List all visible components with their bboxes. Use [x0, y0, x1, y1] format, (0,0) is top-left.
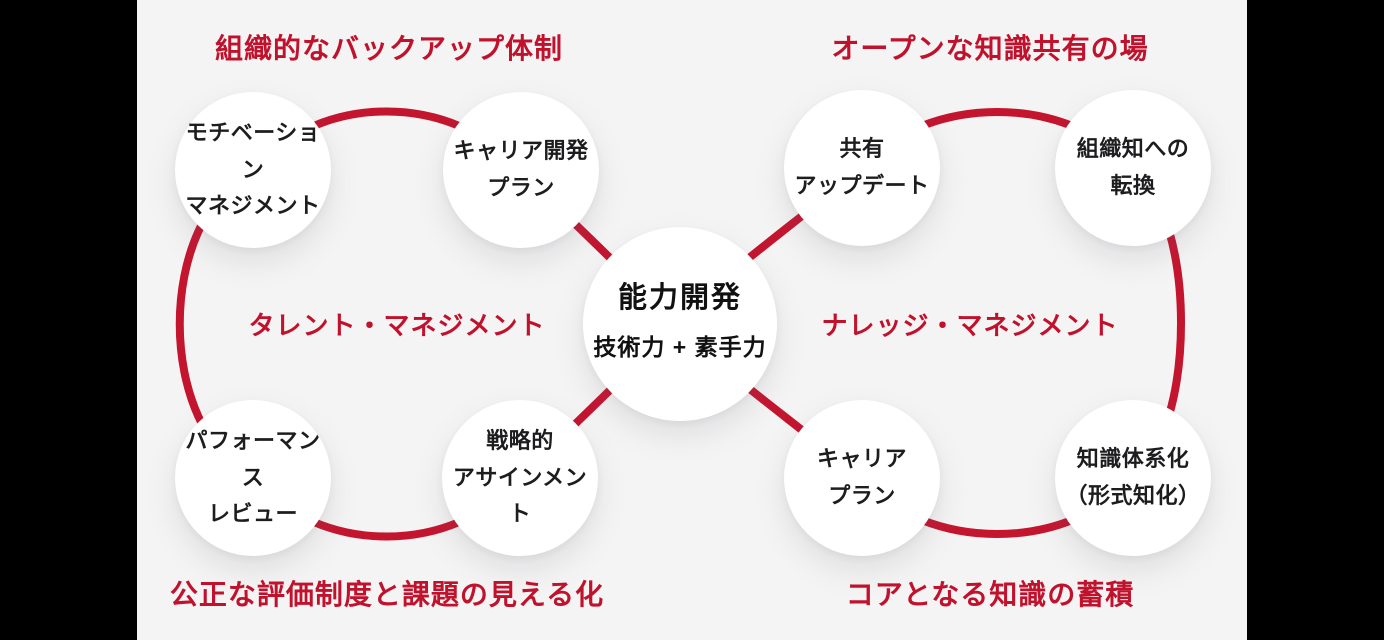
node-label-line: 共有 [839, 136, 885, 162]
node-career-development-plan: キャリア開発 プラン [443, 92, 599, 248]
node-organizational-knowledge-conversion: 組織知への 転換 [1055, 90, 1211, 246]
node-label-line: 知識体系化 [1076, 446, 1190, 472]
node-label-line: 組織知への [1076, 136, 1190, 162]
label-talent-management: タレント・マネジメント [248, 310, 546, 341]
node-label-line: プラン [487, 175, 555, 200]
center-node-subtitle: 技術力 + 素手力 [593, 334, 767, 361]
left-black-bar [0, 0, 137, 640]
node-performance-review: パフォーマンス レビュー [175, 400, 331, 556]
right-black-bar [1247, 0, 1384, 640]
node-share-update: 共有 アップデート [784, 90, 940, 246]
center-node-title: 能力開発 [617, 282, 742, 315]
node-label-line: キャリア開発 [453, 138, 589, 164]
node-knowledge-systematization: 知識体系化 （形式知化） [1055, 400, 1211, 556]
label-organizational-backup-system: 組織的なバックアップ体制 [214, 33, 564, 64]
node-label-line: キャリア [816, 446, 907, 472]
label-core-knowledge-accumulation: コアとなる知識の蓄積 [845, 579, 1135, 610]
node-label-line: パフォーマンス [185, 427, 321, 490]
node-career-plan: キャリア プラン [784, 400, 940, 556]
node-motivation-management: モチベーション マネジメント [175, 92, 331, 248]
node-strategic-assignment: 戦略的 アサインメント [442, 400, 598, 556]
node-label-line: マネジメント [185, 193, 321, 219]
label-open-knowledge-sharing: オープンな知識共有の場 [831, 33, 1149, 64]
node-label-line: 戦略的 [486, 427, 554, 453]
node-label-line: アサインメント [452, 464, 588, 527]
label-fair-evaluation-visualization: 公正な評価制度と課題の見える化 [169, 579, 605, 610]
node-label-line: プラン [828, 483, 896, 508]
label-knowledge-management: ナレッジ・マネジメント [821, 310, 1119, 341]
node-label-line: レビュー [207, 501, 298, 527]
node-label-line: （形式知化） [1065, 483, 1201, 508]
node-label-line: モチベーション [185, 119, 321, 182]
node-capability-development: 能力開発 技術力 + 素手力 [583, 227, 777, 421]
node-label-line: アップデート [794, 173, 930, 198]
node-label-line: 転換 [1110, 173, 1156, 198]
